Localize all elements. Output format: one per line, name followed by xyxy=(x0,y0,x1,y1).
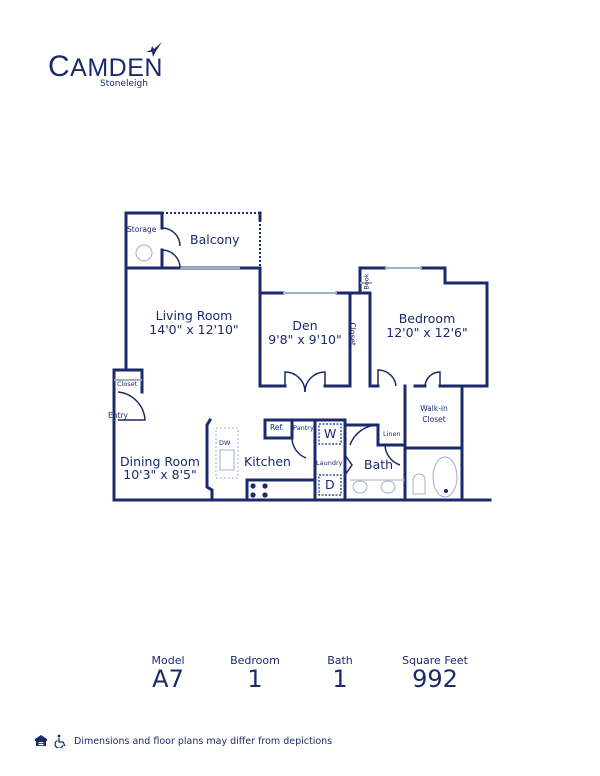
stat-square-feet: Square Feet 992 xyxy=(398,654,472,692)
stat-model: Model A7 xyxy=(138,654,198,692)
den-label: Den xyxy=(292,318,318,333)
stat-value: 992 xyxy=(412,665,458,693)
refrigerator-label: Ref. xyxy=(270,423,284,432)
bedroom-label: Bedroom xyxy=(398,311,456,326)
footer: Dimensions and floor plans may differ fr… xyxy=(34,734,332,748)
den-dims: 9'8" x 9'10" xyxy=(268,332,342,347)
camden-logo: CAMDEN Stoneleigh xyxy=(48,42,163,89)
stat-bedroom: Bedroom 1 xyxy=(222,654,288,692)
storage-label: Storage xyxy=(127,225,157,234)
dryer-label: D xyxy=(325,477,335,492)
bath-label: Bath xyxy=(364,457,394,472)
dishwasher-label: DW xyxy=(219,439,231,447)
stat-label: Bath xyxy=(327,654,353,667)
linen-label: Linen xyxy=(383,430,401,438)
living-room-dims: 14'0" x 12'10" xyxy=(149,322,239,337)
washer-label: W xyxy=(324,426,337,441)
stat-bath: Bath 1 xyxy=(318,654,362,692)
disclaimer-text: Dimensions and floor plans may differ fr… xyxy=(74,735,333,747)
living-room-label: Living Room xyxy=(155,308,233,323)
equal-housing-icon xyxy=(35,735,47,746)
stat-value: A7 xyxy=(152,665,184,693)
bedroom-dims: 12'0" x 12'6" xyxy=(386,325,468,340)
stat-label: Square Feet xyxy=(402,654,468,667)
dining-room-label: Dining Room xyxy=(120,454,200,469)
community-name: Stoneleigh xyxy=(100,79,148,89)
walkin-closet-label-1: Walk-in xyxy=(420,404,448,413)
accessibility-icon xyxy=(54,734,66,748)
stat-value: 1 xyxy=(332,665,348,693)
walkin-closet-label-2: Closet xyxy=(422,415,446,424)
kitchen-label: Kitchen xyxy=(244,454,291,469)
brand-name: CAMDEN xyxy=(48,50,163,83)
entry-closet-label: Closet xyxy=(117,380,138,388)
den-closet-label: Closet xyxy=(347,322,357,346)
stat-value: 1 xyxy=(247,665,263,693)
stat-label: Bedroom xyxy=(230,654,280,667)
balcony-label: Balcony xyxy=(190,232,240,247)
book-label: Book xyxy=(362,273,371,290)
pantry-label: Pantry xyxy=(293,424,314,432)
hummingbird-icon xyxy=(146,42,162,57)
stat-label: Model xyxy=(151,654,185,667)
entry-label: Entry xyxy=(108,411,128,420)
dining-room-dims: 10'3" x 8'5" xyxy=(123,467,197,482)
laundry-label: Laundry xyxy=(316,459,343,467)
